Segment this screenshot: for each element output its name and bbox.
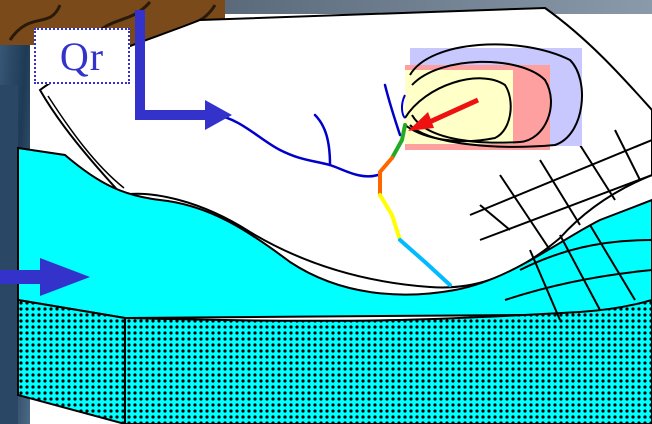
channel-segment-green — [390, 123, 407, 160]
source-arrow-icon — [408, 97, 480, 131]
stream-main — [213, 113, 380, 178]
stream-tributary-1 — [313, 113, 332, 167]
source-zones — [401, 43, 583, 150]
stream-network — [213, 83, 452, 287]
channel-segment-yellow — [378, 193, 402, 242]
inflow-arrow-icon — [0, 258, 90, 296]
channel-segment-blue — [398, 238, 452, 287]
qr-arrow-icon — [135, 10, 232, 130]
channel-segment-orange — [378, 156, 394, 197]
qr-label: Qr — [34, 28, 130, 84]
water-block — [17, 146, 652, 424]
stream-tributary-2 — [383, 83, 402, 137]
